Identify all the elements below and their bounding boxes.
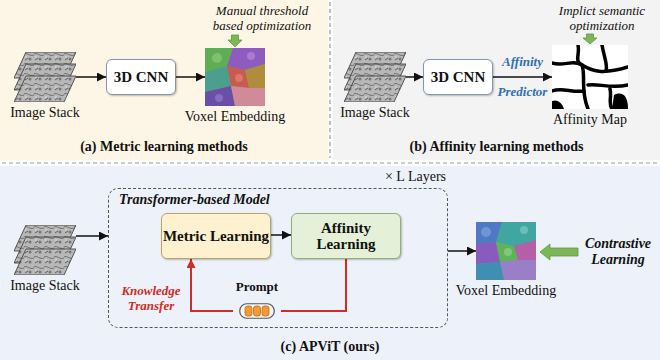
image-label: Image Stack [10,105,80,121]
layer-count: × L Layers [340,168,446,185]
image-label: Image Stack [340,105,410,121]
cnn-box: 3D CNN [106,59,176,95]
optimization-arrow [583,34,597,44]
flow-arrow [76,235,108,237]
voxel-embedding-picture [205,48,265,106]
flow-arrow [493,76,552,78]
label-holder: × L Layers [340,168,446,185]
image-stack-picture [344,52,406,102]
affinity-map-picture [552,45,628,109]
illustration [205,48,265,106]
frame-title: Transformer-based Model [119,192,270,208]
panel-caption: (c) APViT (ours) [281,339,380,355]
loss-note: Contrastive Learning [580,236,656,268]
image-label: Voxel Embedding [456,283,556,299]
label-holder: Contrastive Learning [580,236,656,268]
edge-label: Affinity Predictor [491,47,555,107]
illustration [14,225,76,275]
panel-band: Image Stack Metric Learning Affinity Learn… [0,166,660,360]
box-label: Metric Learning [163,228,269,245]
box-label: 3D CNN [431,69,486,86]
prompt-token: Prompt [233,279,281,319]
prompt-pill [239,303,275,319]
illustration [14,52,76,102]
flow-arrow [76,76,106,78]
affinity-box: Affinity Learning [291,213,401,259]
optimization-note: Implict semantic optimization [548,3,656,33]
panel-separator [2,162,658,163]
optimization-arrow [228,35,242,47]
image-stack: Image Stack [344,52,406,102]
transfer-note: Knowledge Transfer [112,283,190,313]
image-label: Image Stack [10,278,80,294]
voxel-embedding-picture [476,222,536,280]
image-stack-picture [14,225,76,275]
voxel-embedding: Voxel Embedding [476,222,536,280]
prompt-link [281,259,346,311]
prompt-label: Prompt [236,279,278,295]
affinity-map: Affinity Map [552,45,628,109]
edge-label-holder: Affinity Predictor [491,47,555,107]
voxel-embedding: Voxel Embedding [205,48,265,106]
cnn-box: 3D CNN [423,59,493,95]
flow-arrow [176,76,205,78]
illustration [476,222,536,280]
image-stack-picture [14,52,76,102]
panel-separator [329,2,330,158]
optimization-arrow [540,244,578,260]
panel-caption: (a) Metric learning methods [80,139,248,155]
panel-caption: (b) Affinity learning methods [410,139,584,155]
box-label: Affinity Learning [292,220,400,253]
illustration [344,52,406,102]
flow-arrow [448,250,476,252]
label-holder: Manual threshold based optimization [200,3,324,33]
prompt-link [191,259,233,311]
image-stack: Image Stack [14,225,76,275]
illustration [552,45,628,109]
label-holder: Knowledge Transfer [112,283,190,313]
box-label: 3D CNN [114,69,169,86]
optimization-note: Manual threshold based optimization [200,3,324,33]
metric-box: Metric Learning [161,213,271,259]
flow-arrow [406,76,423,78]
image-stack: Image Stack [14,52,76,102]
image-label: Affinity Map [553,112,627,128]
flow-arrow [271,234,291,236]
prompt-pill-picture [240,304,275,319]
image-label: Voxel Embedding [185,109,285,125]
label-holder: Implict semantic optimization [548,3,656,33]
